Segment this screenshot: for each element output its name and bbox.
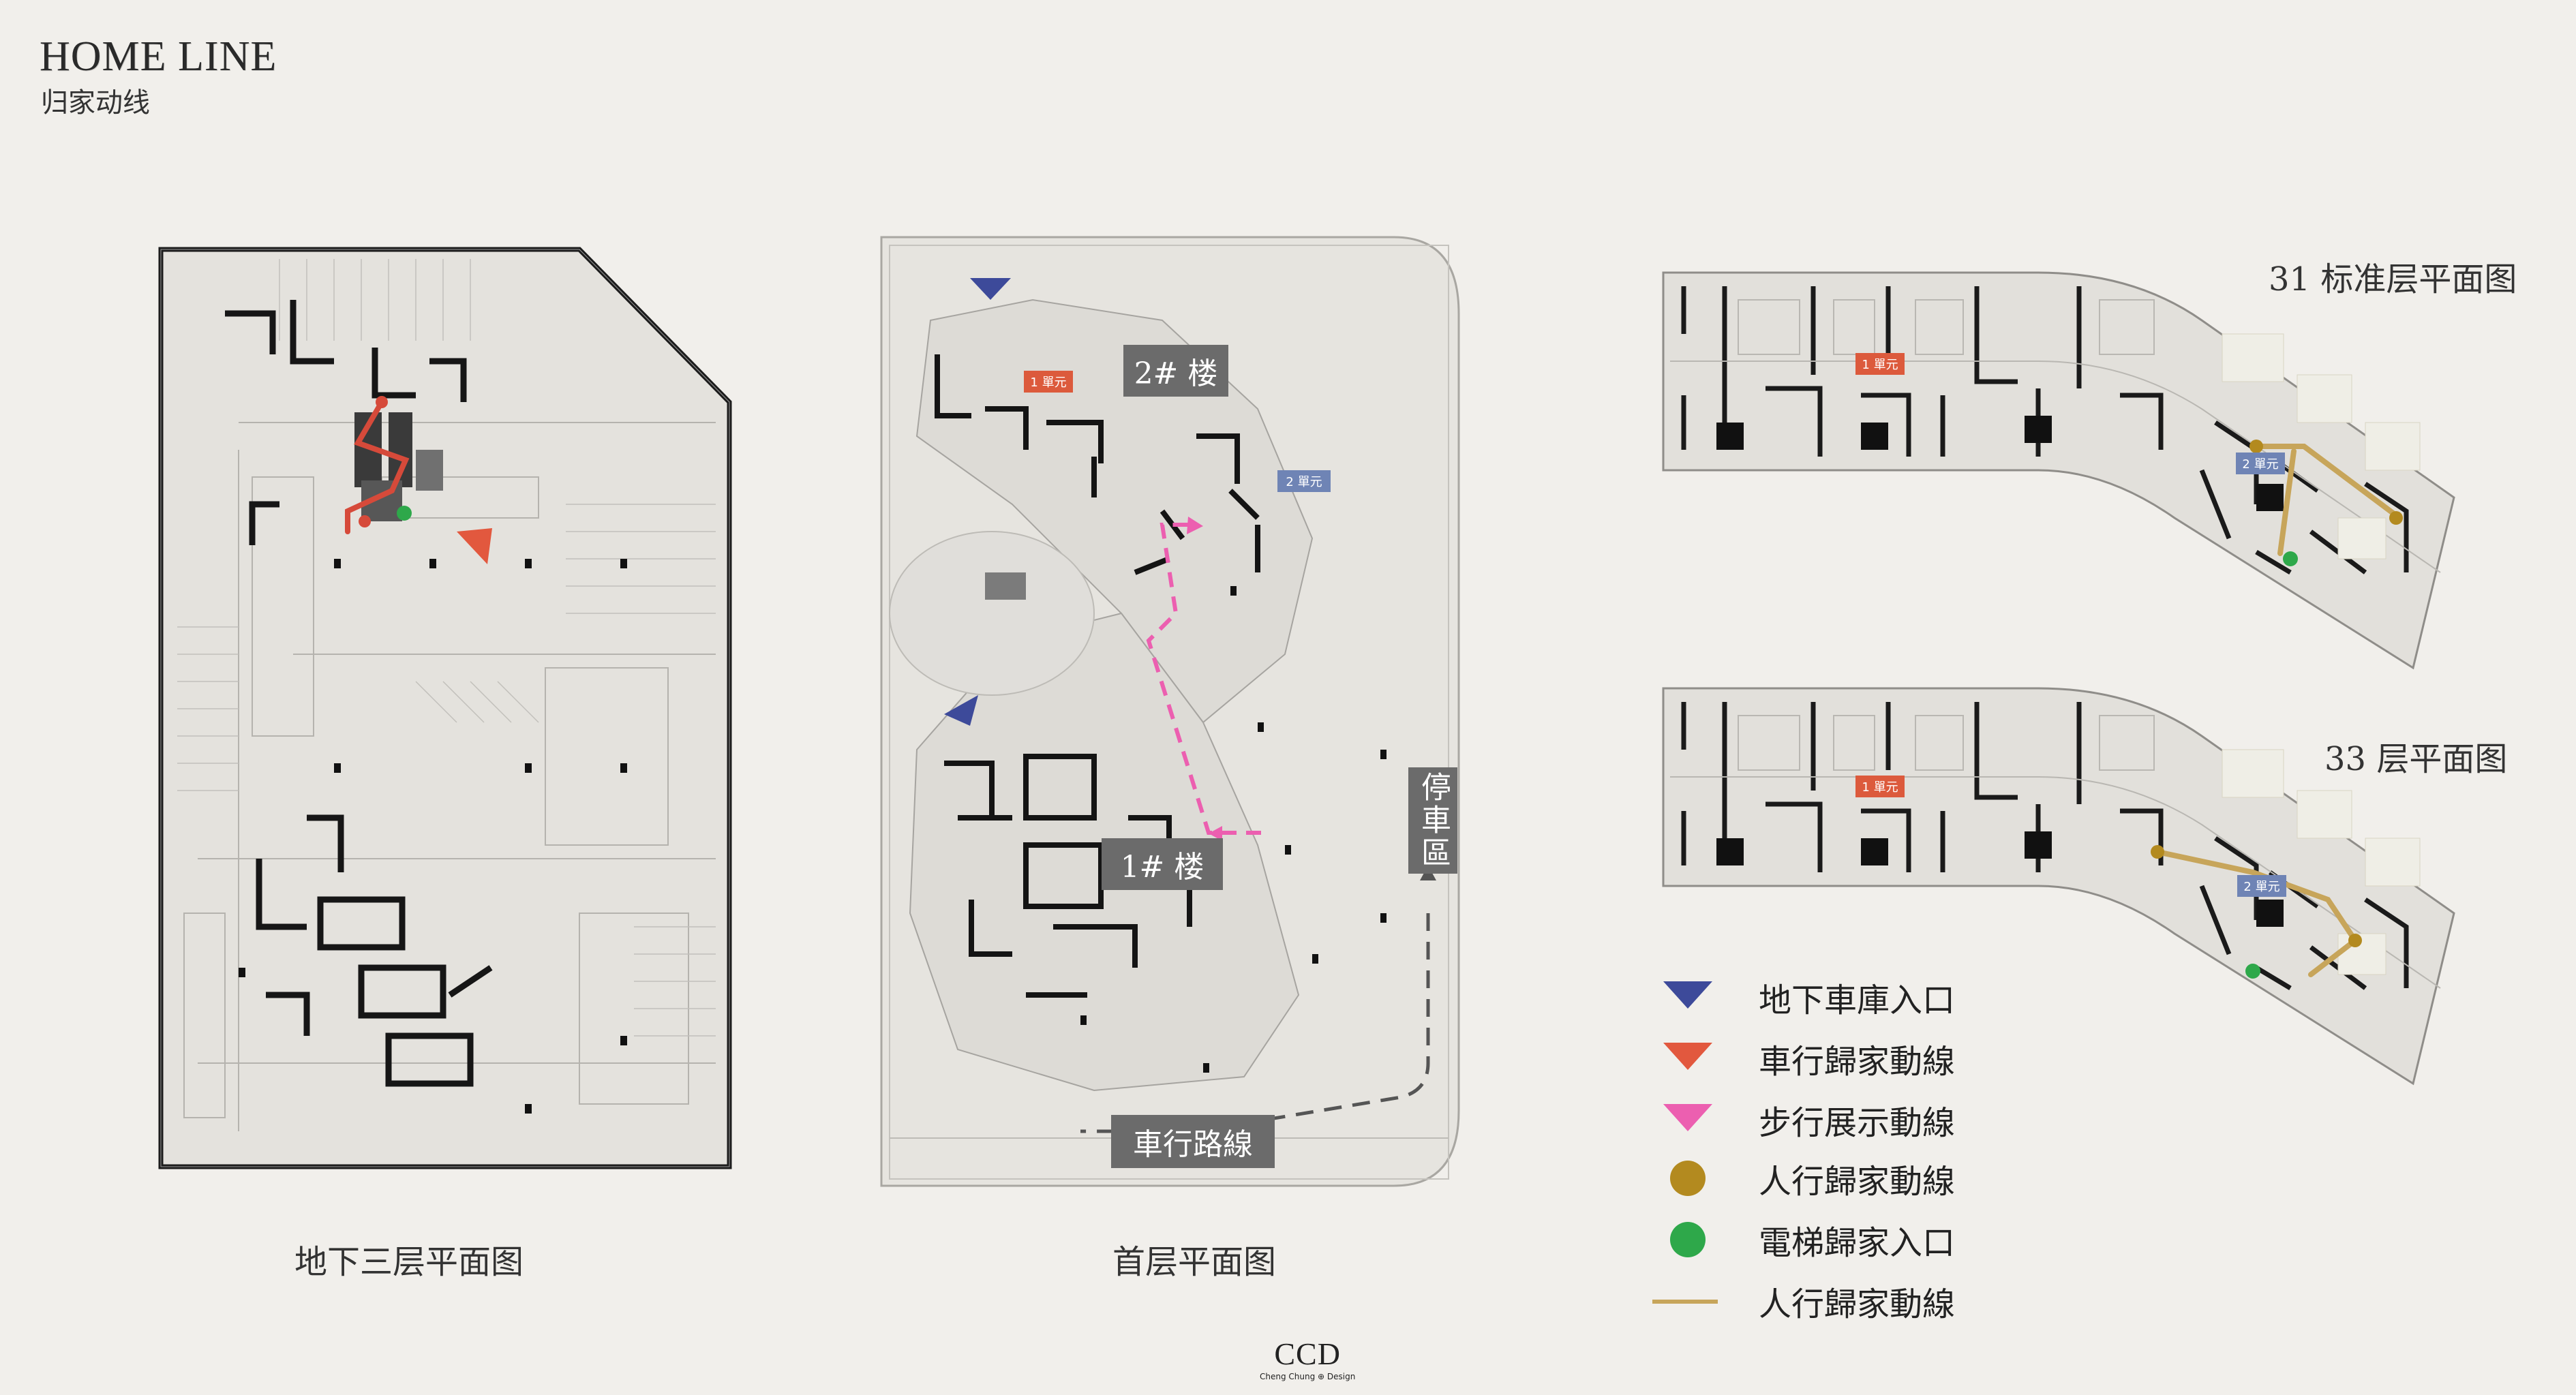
page-subtitle: 归家动线 — [41, 87, 150, 119]
parking-area-label: 停車區 — [1408, 767, 1457, 874]
building-2-label: 2# 楼 — [1123, 345, 1228, 397]
floor33-unit2-tag: 2 單元 — [2237, 875, 2286, 897]
triangle-down-icon — [1663, 1043, 1712, 1070]
page-title: HOME LINE — [40, 33, 277, 80]
line-icon — [1652, 1300, 1726, 1304]
floor31-caption: 31 标准层平面图 — [2269, 260, 2517, 298]
floor31-unit2-tag: 2 單元 — [2236, 453, 2285, 474]
legend-item-walking-route: 步行展示動線 — [1650, 1096, 1955, 1144]
ground-plan-caption: 首层平面图 — [1112, 1243, 1277, 1281]
circle-icon — [1670, 1222, 1706, 1257]
legend-label: 人行歸家動線 — [1759, 1285, 1956, 1323]
floor31-unit1-tag: 1 單元 — [1855, 353, 1905, 375]
floor-31-plan — [1662, 271, 2455, 670]
legend-item-pedestrian-route: 人行歸家動線 — [1650, 1154, 1955, 1202]
triangle-down-icon — [1663, 1104, 1712, 1131]
ccd-logo: CCD Cheng Chung ⊕ Design — [1260, 1336, 1355, 1381]
legend-item-elevator-entry: 電梯歸家入口 — [1650, 1216, 1955, 1263]
ground-unit2-tag: 2 單元 — [1277, 470, 1331, 492]
logo-subtext: Cheng Chung ⊕ Design — [1260, 1372, 1356, 1381]
building-1-label: 1# 楼 — [1102, 838, 1223, 890]
vehicle-route-label: 車行路線 — [1111, 1115, 1275, 1168]
legend-label: 電梯歸家入口 — [1759, 1224, 1956, 1262]
legend-label: 步行展示動線 — [1759, 1104, 1956, 1142]
ground-unit1-tag: 1 單元 — [1024, 371, 1073, 393]
floor33-unit1-tag: 1 單元 — [1855, 776, 1905, 797]
triangle-down-icon — [1663, 981, 1712, 1009]
legend-item-pedestrian-line: 人行歸家動線 — [1650, 1277, 1955, 1325]
logo-text: CCD — [1274, 1336, 1341, 1371]
circle-icon — [1670, 1161, 1706, 1196]
legend-label: 車行歸家動線 — [1759, 1043, 1956, 1081]
b3-floor-plan — [158, 247, 732, 1169]
floor33-caption: 33 层平面图 — [2324, 740, 2508, 778]
legend-label: 地下車庫入口 — [1759, 981, 1956, 1020]
legend-item-vehicle-route: 車行歸家動線 — [1650, 1034, 1955, 1082]
b3-plan-caption: 地下三层平面图 — [294, 1243, 524, 1281]
legend-item-garage-entry: 地下車庫入口 — [1650, 973, 1955, 1021]
legend-label: 人行歸家動線 — [1759, 1163, 1956, 1201]
